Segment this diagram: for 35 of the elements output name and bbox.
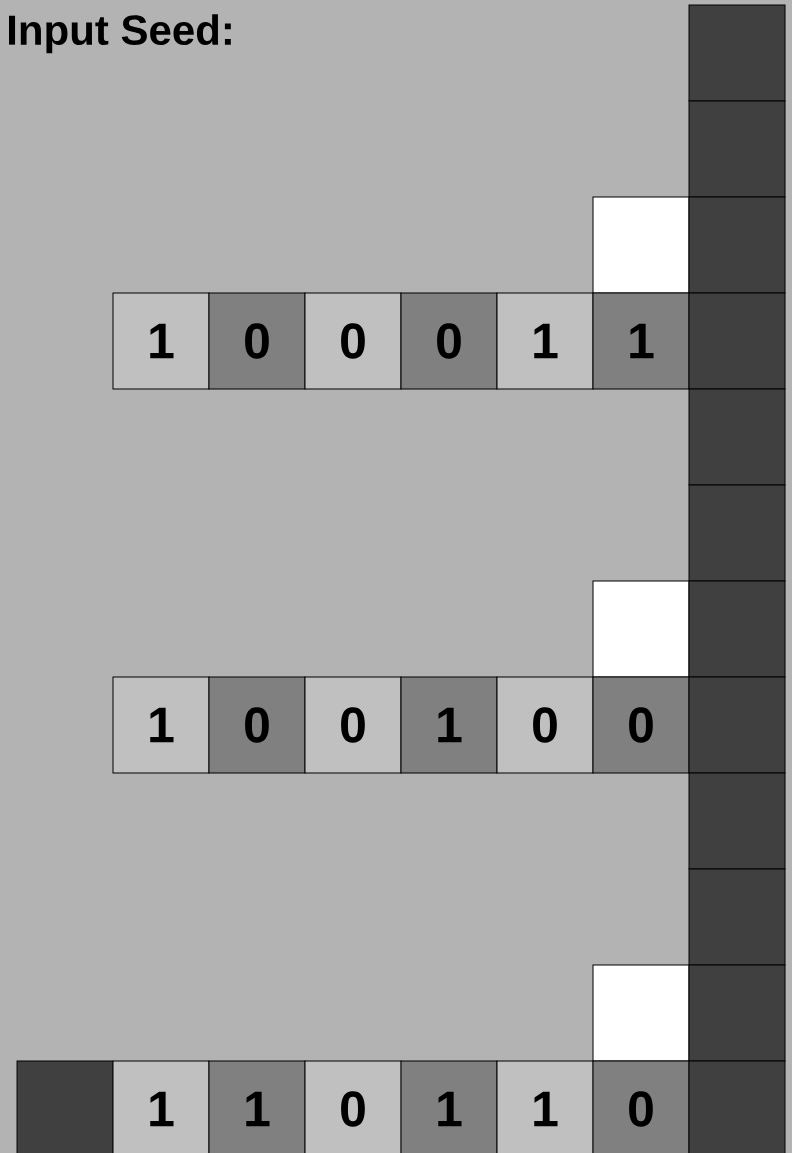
tile [592, 196, 690, 294]
digit-tile: 0 [496, 676, 594, 774]
tile [688, 772, 786, 870]
digit-tile: 0 [592, 676, 690, 774]
digit-tile: 1 [112, 1060, 210, 1153]
digit-tile: 1 [592, 292, 690, 390]
digit-tile: 1 [208, 1060, 306, 1153]
digit-tile: 0 [592, 1060, 690, 1153]
digit-tile: 1 [400, 1060, 498, 1153]
digit-tile: 0 [304, 292, 402, 390]
title: Input Seed: [9, 14, 231, 54]
digit-tile: 0 [400, 292, 498, 390]
tile [688, 1060, 786, 1153]
tile [688, 676, 786, 774]
tile [688, 196, 786, 294]
tile [688, 484, 786, 582]
tile [16, 1060, 114, 1153]
digit-tile: 0 [304, 676, 402, 774]
tile [688, 964, 786, 1062]
tile [688, 100, 786, 198]
digit-tile: 1 [496, 292, 594, 390]
digit-tile: 1 [496, 1060, 594, 1153]
tile [688, 292, 786, 390]
digit-tile: 1 [400, 676, 498, 774]
digit-tile: 1 [112, 676, 210, 774]
tile [592, 964, 690, 1062]
tile [688, 4, 786, 102]
digit-tile: 1 [112, 292, 210, 390]
digit-tile: 0 [208, 292, 306, 390]
tile [688, 580, 786, 678]
tile [688, 388, 786, 486]
tile [592, 580, 690, 678]
tile [688, 868, 786, 966]
digit-tile: 0 [208, 676, 306, 774]
digit-tile: 0 [304, 1060, 402, 1153]
